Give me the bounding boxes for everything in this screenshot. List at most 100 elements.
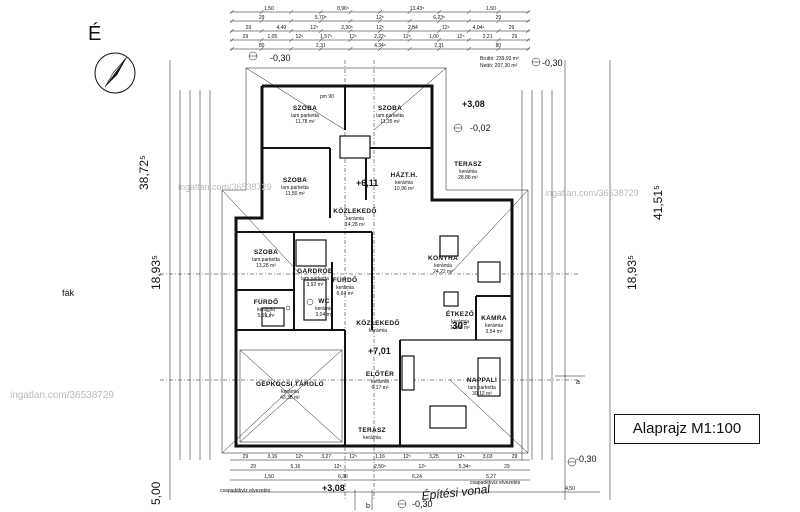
dimension-tick bbox=[407, 28, 412, 34]
room-floor: kerámia bbox=[451, 319, 469, 325]
dimension-label: 12⁵ bbox=[418, 464, 426, 470]
dimension-label: 2,21 bbox=[483, 34, 493, 40]
room-name: SZOBA bbox=[254, 249, 278, 256]
dimension-tick bbox=[437, 37, 442, 43]
dimension-label: 29 bbox=[243, 34, 249, 40]
room-area: 3,92 m² bbox=[307, 282, 324, 288]
dimension-tick bbox=[377, 37, 383, 43]
room-floor: lam.parketta bbox=[301, 276, 329, 282]
area-brutto: Bruttó: 239,93 m² bbox=[480, 56, 519, 62]
top-dimension-lines bbox=[229, 9, 531, 52]
section-b: b bbox=[366, 503, 370, 510]
dimension-label: 8,96⁵ bbox=[337, 6, 349, 12]
bottom-dimension-lines bbox=[230, 459, 600, 493]
dimension-tick bbox=[318, 9, 323, 15]
dimension-tick bbox=[496, 9, 501, 15]
dimension-label: 12⁵ bbox=[310, 25, 318, 31]
room-area: 10,96 m² bbox=[394, 186, 414, 192]
dimension-label: 5,70⁵ bbox=[315, 15, 327, 21]
dimension-label: 12⁵ bbox=[457, 34, 465, 40]
dimension-label: 1,50 bbox=[264, 474, 274, 480]
room-name: GÉPKOCSI TÁROLÓ bbox=[256, 379, 324, 388]
level-entry: +7,01 bbox=[368, 346, 391, 356]
dimension-tick bbox=[229, 9, 235, 15]
fixtures bbox=[239, 135, 501, 443]
tree-label: fák bbox=[62, 288, 75, 298]
dimension-tick bbox=[289, 28, 294, 34]
room-floor: lam.parketta bbox=[376, 113, 404, 119]
exterior-walls bbox=[234, 84, 514, 448]
dimension-tick bbox=[229, 37, 235, 43]
dimension-label: 12⁵ bbox=[376, 25, 384, 31]
dimension-tick bbox=[377, 46, 383, 52]
dimension-label: 13,43⁵ bbox=[410, 6, 425, 12]
room-floor: kerámia bbox=[315, 306, 333, 312]
room-area: 5,59 m² bbox=[258, 313, 275, 319]
dimension-tick bbox=[289, 9, 294, 15]
dimension-label: 1,00 bbox=[429, 34, 439, 40]
dimension-tick bbox=[496, 46, 501, 52]
dimension-tick bbox=[466, 18, 471, 24]
dimension-label: 29 bbox=[246, 25, 252, 31]
dimension-tick bbox=[259, 18, 264, 24]
level-hall-mark: +6,11 bbox=[356, 178, 378, 188]
dimension-label: 1,50 bbox=[486, 6, 496, 12]
dimension-label: 5,27 bbox=[486, 474, 496, 480]
room-floor: kerámia bbox=[281, 389, 299, 395]
room-area: 30,12 m² bbox=[472, 391, 492, 397]
room-area: 6,17 m² bbox=[372, 385, 389, 391]
room-area: 3,04 m² bbox=[316, 312, 333, 318]
dimension-tick bbox=[496, 18, 501, 24]
dimension-label: 6,36 bbox=[338, 474, 348, 480]
dimension-label: 3,16 bbox=[267, 454, 277, 460]
north-arrow-icon bbox=[94, 52, 136, 94]
room-floor: kerámia bbox=[459, 169, 477, 175]
dimension-tick bbox=[318, 37, 323, 43]
watermark-2: ingatlan.com/36538729 bbox=[545, 188, 639, 198]
room-area: 6,64 m² bbox=[337, 291, 354, 297]
drain-label-right: csapadékvíz elvezetés bbox=[470, 480, 521, 486]
room-area: 3,54 m² bbox=[486, 329, 503, 335]
stair-note: pm 90 bbox=[320, 94, 334, 100]
room-floor: kerámia bbox=[434, 263, 452, 269]
room-name: SZOBA bbox=[283, 177, 307, 184]
dimension-label: 4,50 bbox=[565, 486, 575, 492]
level-bottom: -0,30 bbox=[412, 499, 433, 509]
dimension-label: 12⁵ bbox=[457, 454, 465, 460]
dimension-label: 12⁵ bbox=[295, 454, 303, 460]
left-total-dim: 38,72⁵ bbox=[137, 155, 151, 190]
dimension-label: 12⁵ bbox=[349, 454, 357, 460]
dimension-label: 1,50 bbox=[264, 6, 274, 12]
dimension-label: 1,57⁵ bbox=[320, 34, 332, 40]
compass-label: É bbox=[88, 22, 101, 45]
room-floor: kerámia bbox=[363, 435, 381, 441]
watermark-3: ingatlan.com/36538729 bbox=[10, 390, 114, 401]
interior-walls bbox=[236, 86, 512, 446]
dimension-label: 3,25 bbox=[429, 454, 439, 460]
dimension-label: 2,31 bbox=[316, 43, 326, 49]
room-floor: lam.parketta bbox=[468, 385, 496, 391]
dimension-tick bbox=[259, 9, 264, 15]
dimension-label: 12⁵ bbox=[442, 25, 450, 31]
dimension-tick bbox=[318, 46, 323, 52]
room-name: SZOBA bbox=[378, 105, 402, 112]
dimension-tick bbox=[348, 9, 353, 15]
dimension-tick bbox=[289, 18, 294, 24]
room-name: HÁZT.H. bbox=[390, 170, 417, 179]
dimension-label: 12⁵ bbox=[403, 454, 411, 460]
dimension-label: 12⁵ bbox=[403, 34, 411, 40]
room-name: ELŐTÉR bbox=[366, 369, 394, 378]
room-floor: kerámia bbox=[369, 328, 387, 334]
dimension-tick bbox=[289, 46, 294, 52]
level-se: -0,30 bbox=[576, 454, 597, 464]
left-bottom-dim: 5,00 bbox=[149, 481, 163, 505]
dimension-tick bbox=[348, 28, 353, 34]
dimension-tick bbox=[318, 18, 323, 24]
room-area: 43,38 m² bbox=[280, 395, 300, 401]
dimension-label: 6,23⁵ bbox=[433, 15, 445, 21]
dimension-tick bbox=[407, 46, 412, 52]
dimension-tick bbox=[377, 18, 383, 24]
dimension-label: 29 bbox=[496, 15, 502, 21]
